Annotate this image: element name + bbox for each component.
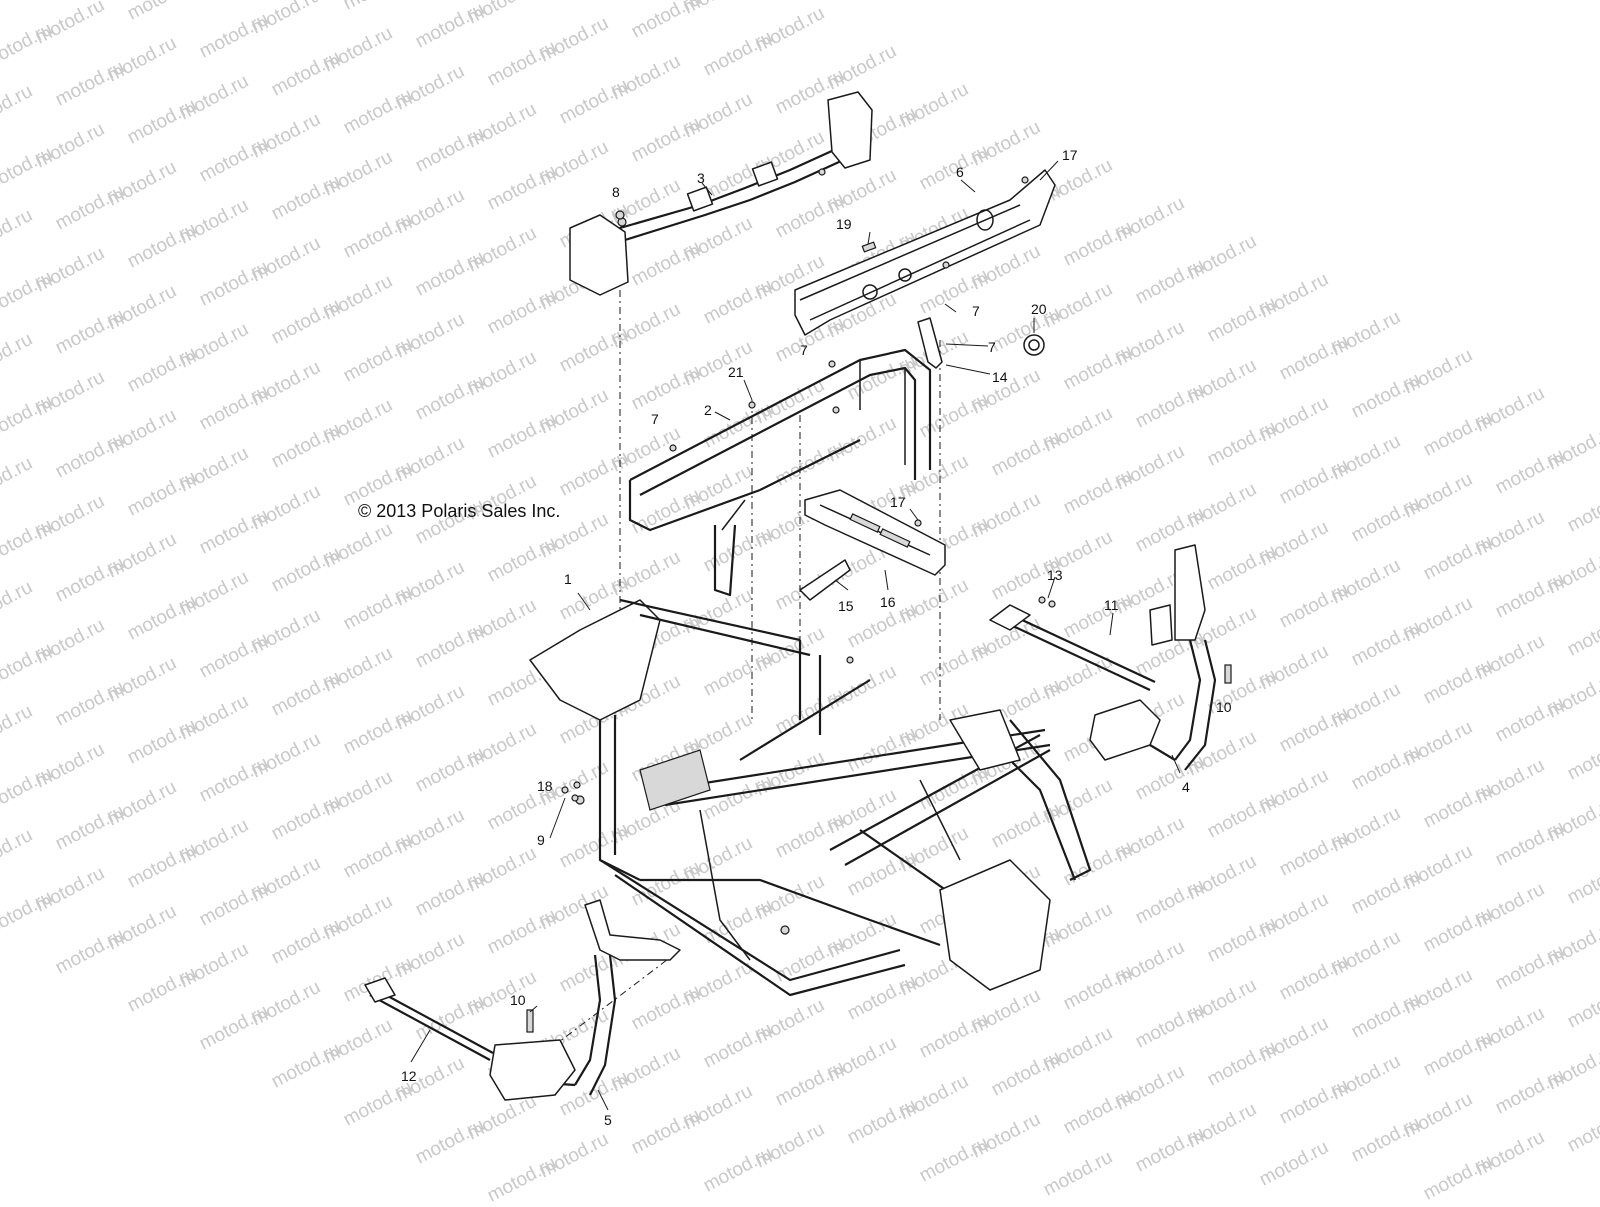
callout-18: 18 bbox=[537, 778, 553, 794]
part-20-grommet bbox=[1023, 334, 1045, 356]
part-4-right-bumper bbox=[1089, 544, 1232, 771]
callout-13: 13 bbox=[1047, 567, 1063, 583]
fasteners bbox=[561, 210, 922, 802]
part-19-clip bbox=[861, 241, 877, 253]
callout-17: 17 bbox=[890, 494, 906, 510]
callout-3: 3 bbox=[697, 170, 705, 186]
callout-15: 15 bbox=[838, 598, 854, 614]
callout-17: 17 bbox=[1062, 147, 1078, 163]
part-6-cross-panel bbox=[794, 169, 1056, 336]
leader-lines bbox=[410, 160, 1181, 1111]
callout-20: 20 bbox=[1031, 301, 1047, 317]
callout-7: 7 bbox=[972, 303, 980, 319]
callout-7: 7 bbox=[800, 342, 808, 358]
part-10-bolt bbox=[1224, 664, 1232, 684]
part-1-main-chassis bbox=[529, 598, 1092, 997]
callout-5: 5 bbox=[604, 1112, 612, 1128]
part-13-screw bbox=[1038, 596, 1046, 604]
part-5-left-bumper bbox=[489, 899, 681, 1101]
callout-21: 21 bbox=[728, 364, 744, 380]
part-12-left-brace bbox=[364, 977, 494, 1061]
part-16-floor-pan bbox=[804, 489, 946, 576]
callout-12: 12 bbox=[401, 1068, 417, 1084]
part-11-brace-bar bbox=[989, 604, 1156, 691]
callout-9: 9 bbox=[537, 832, 545, 848]
part-15-bracket bbox=[799, 559, 851, 601]
callout-2: 2 bbox=[704, 402, 712, 418]
copyright-text: © 2013 Polaris Sales Inc. bbox=[358, 501, 561, 521]
callout-14: 14 bbox=[992, 369, 1008, 385]
alignment-lines bbox=[554, 290, 941, 1046]
part-3-upper-cross-tube bbox=[569, 91, 873, 296]
callout-8: 8 bbox=[612, 184, 620, 200]
callout-10: 10 bbox=[1216, 699, 1232, 715]
callout-10: 10 bbox=[510, 992, 526, 1008]
callout-16: 16 bbox=[880, 594, 896, 610]
callout-1: 1 bbox=[564, 571, 572, 587]
callout-4: 4 bbox=[1182, 779, 1190, 795]
part-14-bracket bbox=[917, 317, 943, 369]
part-13-screw bbox=[1048, 600, 1056, 608]
callout-labels: 1 2 3 4 5 6 7 7 7 7 8 9 10 10 11 12 13 1… bbox=[401, 147, 1232, 1128]
part-7-nut bbox=[942, 261, 950, 269]
part-2-support-frame bbox=[628, 348, 932, 597]
part-10-bolt bbox=[526, 1009, 534, 1033]
callout-6: 6 bbox=[956, 164, 964, 180]
callout-19: 19 bbox=[836, 216, 852, 232]
callout-11: 11 bbox=[1104, 597, 1119, 613]
callout-7: 7 bbox=[988, 339, 996, 355]
callout-7: 7 bbox=[651, 411, 659, 427]
